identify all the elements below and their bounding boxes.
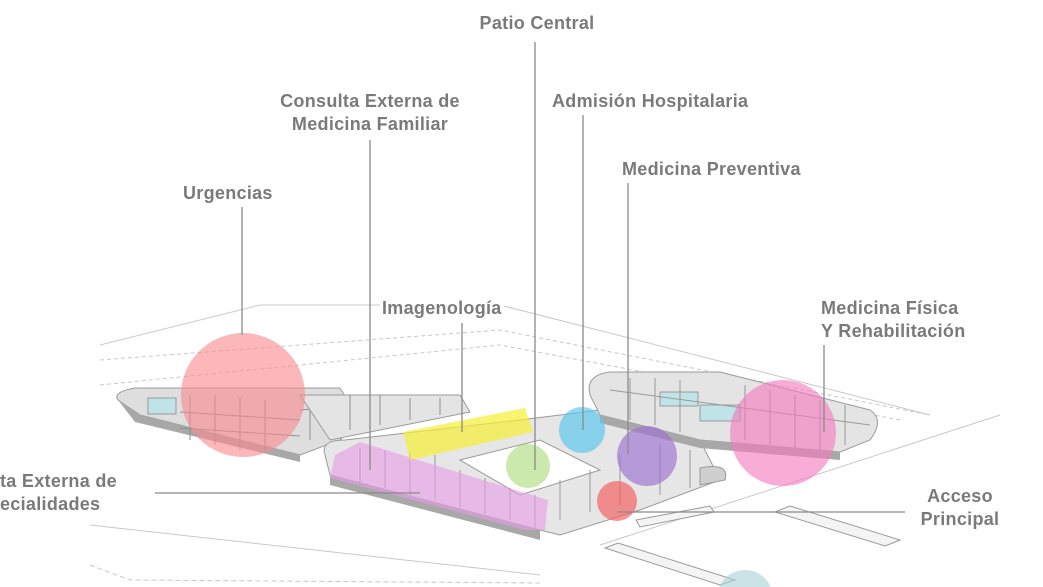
zone-medicina-preventiva-bubble[interactable] (617, 426, 677, 486)
label-line-1: Medicina Física (821, 298, 959, 318)
label-medicina-preventiva: Medicina Preventiva (622, 159, 801, 179)
label-patio-central: Patio Central (479, 13, 595, 33)
label-admision-hospitalaria: Admisión Hospitalaria (552, 91, 749, 111)
zone-bubbles (181, 333, 836, 587)
zone-consulta-especialidades-area[interactable] (330, 442, 548, 530)
label-line-2: Medicina Familiar (291, 114, 449, 134)
zone-admision-bubble[interactable] (559, 407, 605, 453)
label-line-2: Principal (920, 509, 1000, 529)
label-line-1: Acceso (927, 486, 993, 506)
label-line-1: ta Externa de (0, 471, 117, 491)
label-medicina-fisica-rehabilitacion: Medicina Física Y Rehabilitación (821, 297, 966, 343)
zone-acceso-principal-bubble[interactable] (597, 481, 637, 521)
zone-patio-central-bubble[interactable] (506, 444, 550, 488)
zone-imagenologia-area[interactable] (403, 408, 533, 460)
label-consulta-medicina-familiar: Consulta Externa de Medicina Familiar (250, 90, 490, 136)
label-line-2: Y Rehabilitación (821, 321, 966, 341)
label-line-1: Consulta Externa de (280, 91, 460, 111)
label-line-2: ecialidades (0, 494, 101, 514)
label-consulta-especialidades: ta Externa de ecialidades (0, 470, 117, 516)
label-urgencias: Urgencias (183, 183, 273, 203)
zone-partial-bottom-bubble (719, 570, 771, 587)
leader-lines (155, 42, 905, 513)
zone-medicina-fisica-bubble[interactable] (730, 380, 836, 486)
label-imagenologia: Imagenología (380, 297, 504, 320)
label-acceso-principal: Acceso Principal (905, 485, 1015, 531)
zone-urgencias-bubble[interactable] (181, 333, 305, 457)
site-planters (603, 505, 902, 586)
